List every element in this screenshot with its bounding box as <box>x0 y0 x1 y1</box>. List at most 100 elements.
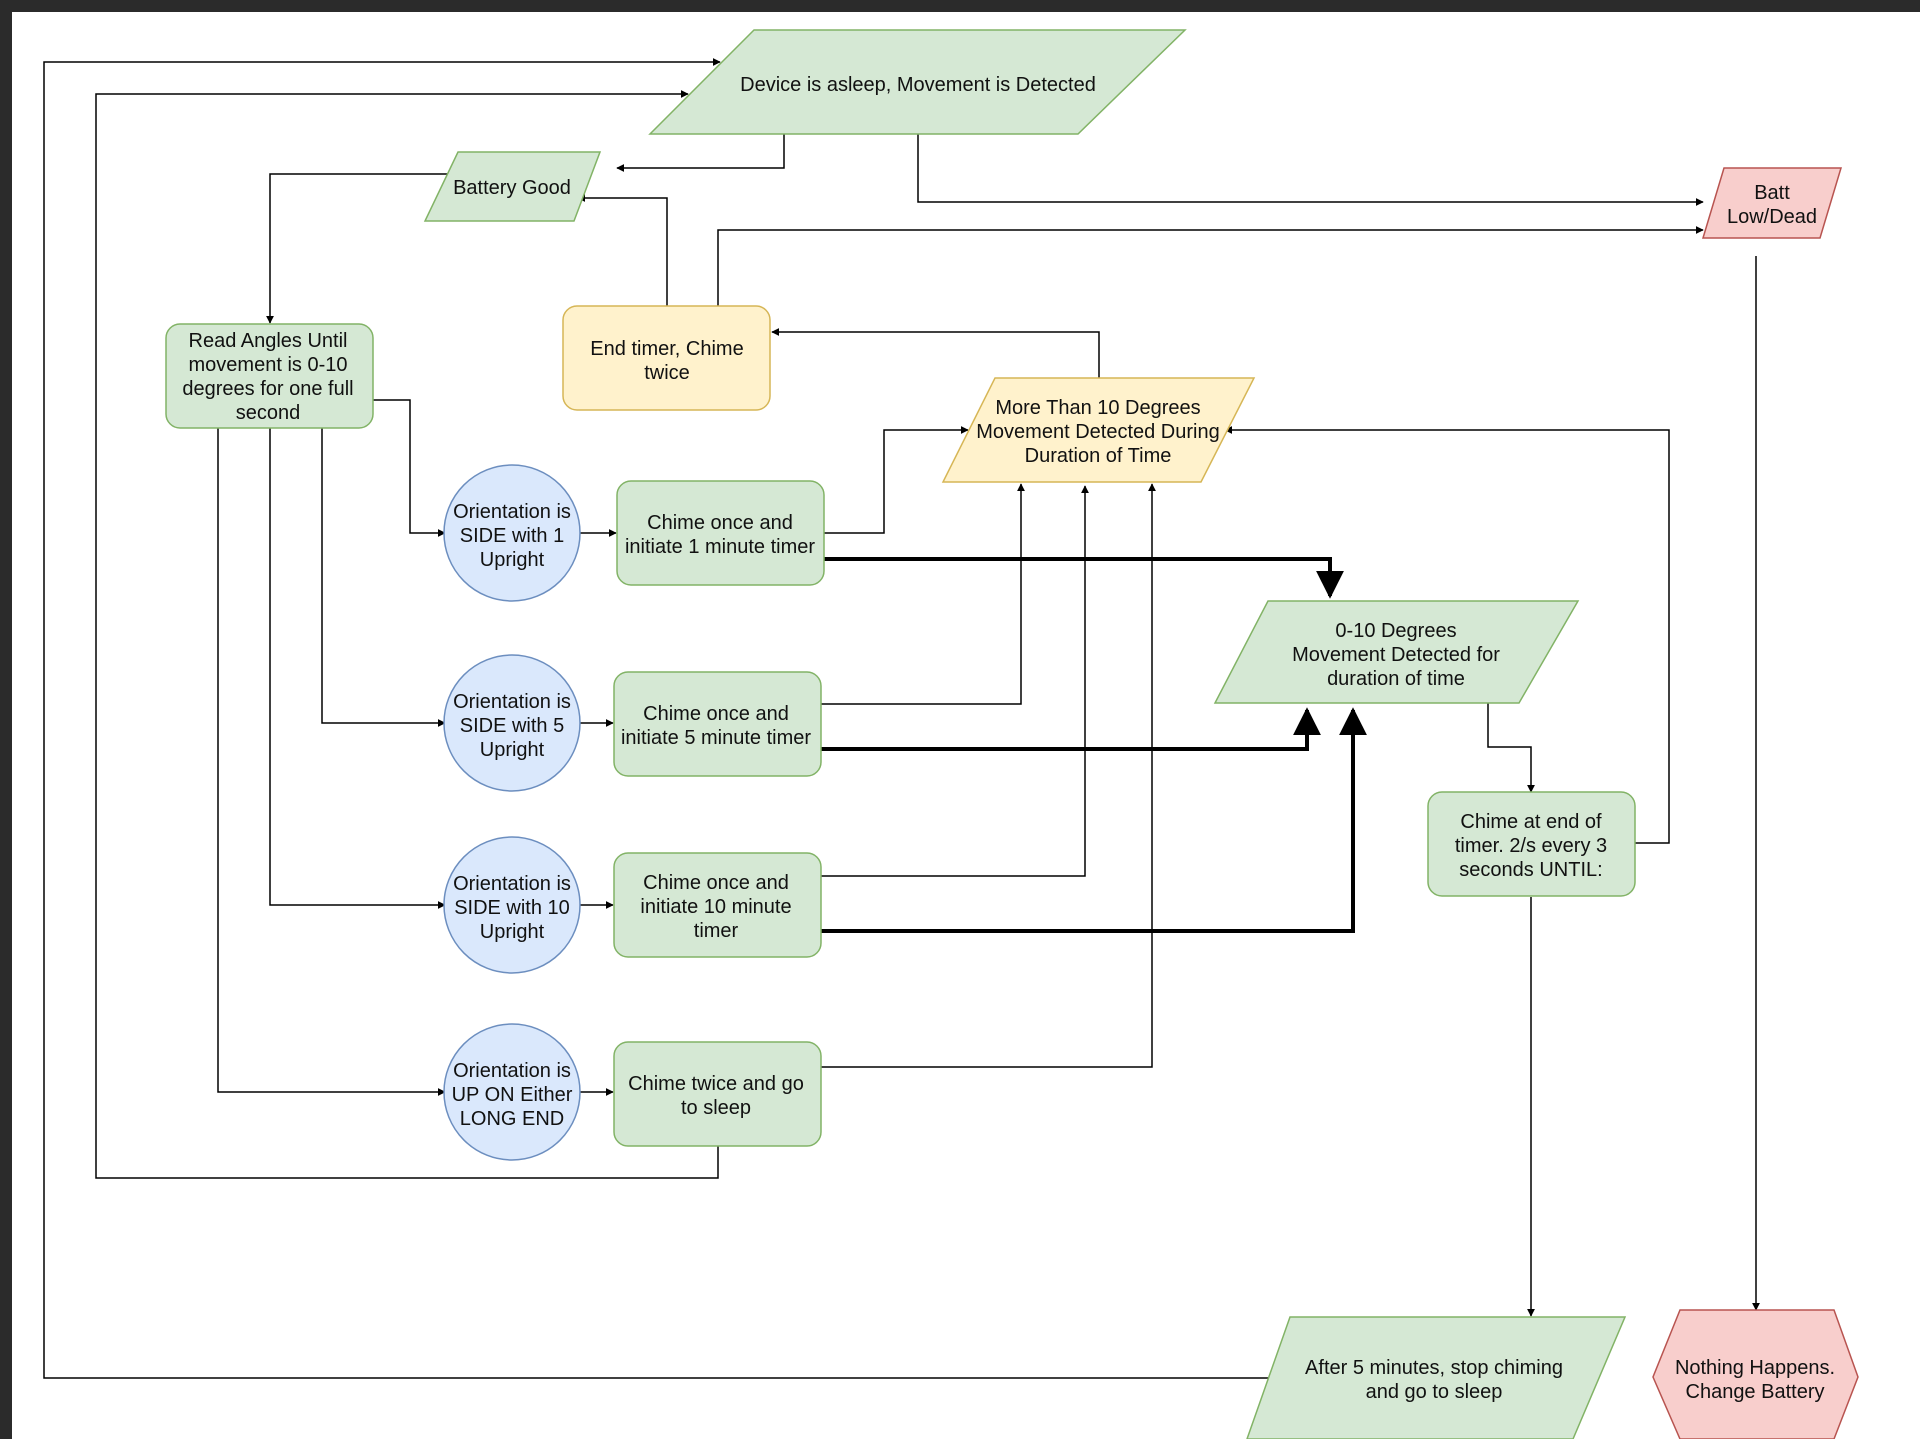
node-end-timer <box>562 305 771 411</box>
connector-read-angles-to-up <box>217 427 446 1096</box>
connector-after5-to-device <box>43 58 1286 1379</box>
label-line: Upright <box>480 921 545 943</box>
label-line: seconds UNTIL: <box>1459 859 1602 881</box>
label-line: degrees for one full <box>182 378 353 400</box>
connector-end-timer-to-batt-low <box>717 226 1704 306</box>
label-line: Chime once and <box>643 703 789 725</box>
connector-battery-good-to-read-angles <box>266 173 458 324</box>
connector-more-than-10-to-end-timer <box>771 328 1100 378</box>
label-line: initiate 10 minute <box>640 896 791 918</box>
node-nothing-happens-label: Nothing Happens.Change Battery <box>1675 1357 1835 1403</box>
connector-read-angles-to-side1 <box>372 399 446 537</box>
connector-chime10-to-zero-ten <box>820 707 1367 933</box>
label-line: movement is 0-10 <box>189 354 348 376</box>
node-read-angles <box>165 323 374 429</box>
label-line: Chime once and <box>643 872 789 894</box>
connector-read-angles-to-side5 <box>321 427 446 727</box>
label-line: Low/Dead <box>1727 206 1817 228</box>
node-device-asleep-label: Device is asleep, Movement is Detected <box>740 74 1096 96</box>
label-line: Movement Detected During <box>976 421 1219 443</box>
node-zero-ten <box>1213 600 1580 704</box>
node-chime-5min <box>613 671 822 777</box>
label-line: SIDE with 10 <box>454 897 570 919</box>
connector-zero-ten-to-chime-end <box>1487 703 1535 793</box>
label-line: Orientation is <box>453 873 571 895</box>
flowchart-diagram: Device is asleep, Movement is Detected B… <box>43 29 1859 1439</box>
node-orient-side-10 <box>443 836 581 974</box>
node-orient-side-5 <box>443 654 581 792</box>
label-line: Batt <box>1754 182 1790 204</box>
label-line: Upright <box>480 549 545 571</box>
label-line: Read Angles Until <box>189 330 348 352</box>
node-orient-up <box>443 1023 581 1161</box>
label-line: Battery Good <box>453 177 571 199</box>
label-line: Movement Detected for <box>1292 644 1500 666</box>
node-nothing-happens <box>1652 1309 1859 1439</box>
connector-chime-twice-to-device <box>95 90 719 1179</box>
label-line: timer. 2/s every 3 <box>1455 835 1607 857</box>
label-line: Chime twice and go <box>628 1073 804 1095</box>
label-line: Device is asleep, Movement is Detected <box>740 74 1096 96</box>
node-after-5min <box>1246 1316 1627 1439</box>
connector-chime1-to-zero-ten <box>824 557 1344 599</box>
label-line: duration of time <box>1327 668 1465 690</box>
label-line: 0-10 Degrees <box>1335 620 1456 642</box>
label-line: UP ON Either <box>452 1084 573 1106</box>
connector-device-to-battery-good <box>616 134 785 172</box>
label-line: Chime at end of <box>1460 811 1602 833</box>
label-line: second <box>236 402 301 424</box>
node-chime-10min <box>613 852 822 958</box>
label-line: Nothing Happens. <box>1675 1357 1835 1379</box>
connector-chime1-to-more-than-10 <box>824 426 969 534</box>
connector-device-to-batt-low <box>917 134 1704 206</box>
label-line: SIDE with 5 <box>460 715 564 737</box>
connector-chime5-to-more-than-10 <box>820 483 1025 705</box>
node-orient-side-1 <box>443 464 581 602</box>
connector-chime10-to-more-than-10 <box>820 485 1089 877</box>
connector-end-timer-to-battery-good <box>577 194 668 306</box>
connectors <box>43 58 1760 1379</box>
connector-chime5-to-zero-ten <box>820 707 1321 751</box>
connector-chime-twice-to-more-than-10 <box>820 483 1156 1068</box>
label-line: Change Battery <box>1686 1381 1825 1403</box>
label-line: Orientation is <box>453 691 571 713</box>
label-line: twice <box>644 362 690 384</box>
label-line: More Than 10 Degrees <box>995 397 1200 419</box>
node-battery-good-label: Battery Good <box>453 177 571 199</box>
node-chime-twice-sleep <box>613 1041 822 1147</box>
label-line: LONG END <box>460 1108 564 1130</box>
label-line: End timer, Chime <box>590 338 743 360</box>
flowchart-canvas: Device is asleep, Movement is Detected B… <box>12 12 1920 1439</box>
label-line: Orientation is <box>453 1060 571 1082</box>
node-batt-low <box>1701 167 1843 239</box>
label-line: initiate 5 minute timer <box>621 727 811 749</box>
label-line: After 5 minutes, stop chiming <box>1305 1357 1563 1379</box>
label-line: to sleep <box>681 1097 751 1119</box>
node-battery-good <box>423 151 602 222</box>
node-chime-1min <box>616 480 825 586</box>
node-device-asleep <box>648 29 1187 135</box>
node-chime-end <box>1427 791 1636 897</box>
label-line: Orientation is <box>453 501 571 523</box>
label-line: and go to sleep <box>1366 1381 1503 1403</box>
thick-connectors <box>820 557 1367 933</box>
label-line: initiate 1 minute timer <box>625 536 815 558</box>
node-more-than-10 <box>941 377 1256 483</box>
connector-chime-end-to-more-than-10 <box>1224 426 1670 844</box>
label-line: Upright <box>480 739 545 761</box>
label-line: Chime once and <box>647 512 793 534</box>
